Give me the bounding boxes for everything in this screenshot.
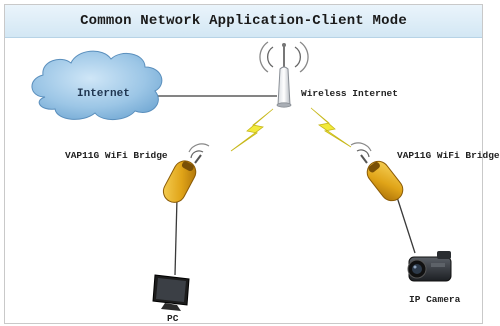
- internet-cloud: [31, 50, 163, 120]
- left-signal-bolt: [230, 108, 274, 152]
- diagram-frame: Common Network Application-Client Mode: [4, 4, 500, 324]
- wireless-internet-label: Wireless Internet: [301, 88, 398, 99]
- pc-monitor-icon: [152, 274, 190, 311]
- right-signal-bolt: [310, 107, 352, 148]
- ip-camera-label: IP Camera: [409, 294, 461, 305]
- title-bar: Common Network Application-Client Mode: [5, 5, 482, 38]
- right-wifi-bridge-icon: [350, 142, 404, 202]
- pc-label: PC: [167, 313, 179, 324]
- left-bridge-pc-link: [174, 197, 178, 276]
- wireless-ap-icon: [259, 41, 309, 108]
- right-bridge-camera-link: [396, 196, 416, 254]
- ip-camera-icon: [407, 251, 452, 282]
- left-wifi-bridge-icon: [162, 143, 210, 203]
- internet-label: Internet: [77, 88, 130, 100]
- right-bridge-label: VAP11G WiFi Bridge: [397, 150, 500, 161]
- left-bridge-label: VAP11G WiFi Bridge: [65, 150, 168, 161]
- network-diagram: [31, 41, 452, 311]
- diagram-title: Common Network Application-Client Mode: [80, 13, 407, 29]
